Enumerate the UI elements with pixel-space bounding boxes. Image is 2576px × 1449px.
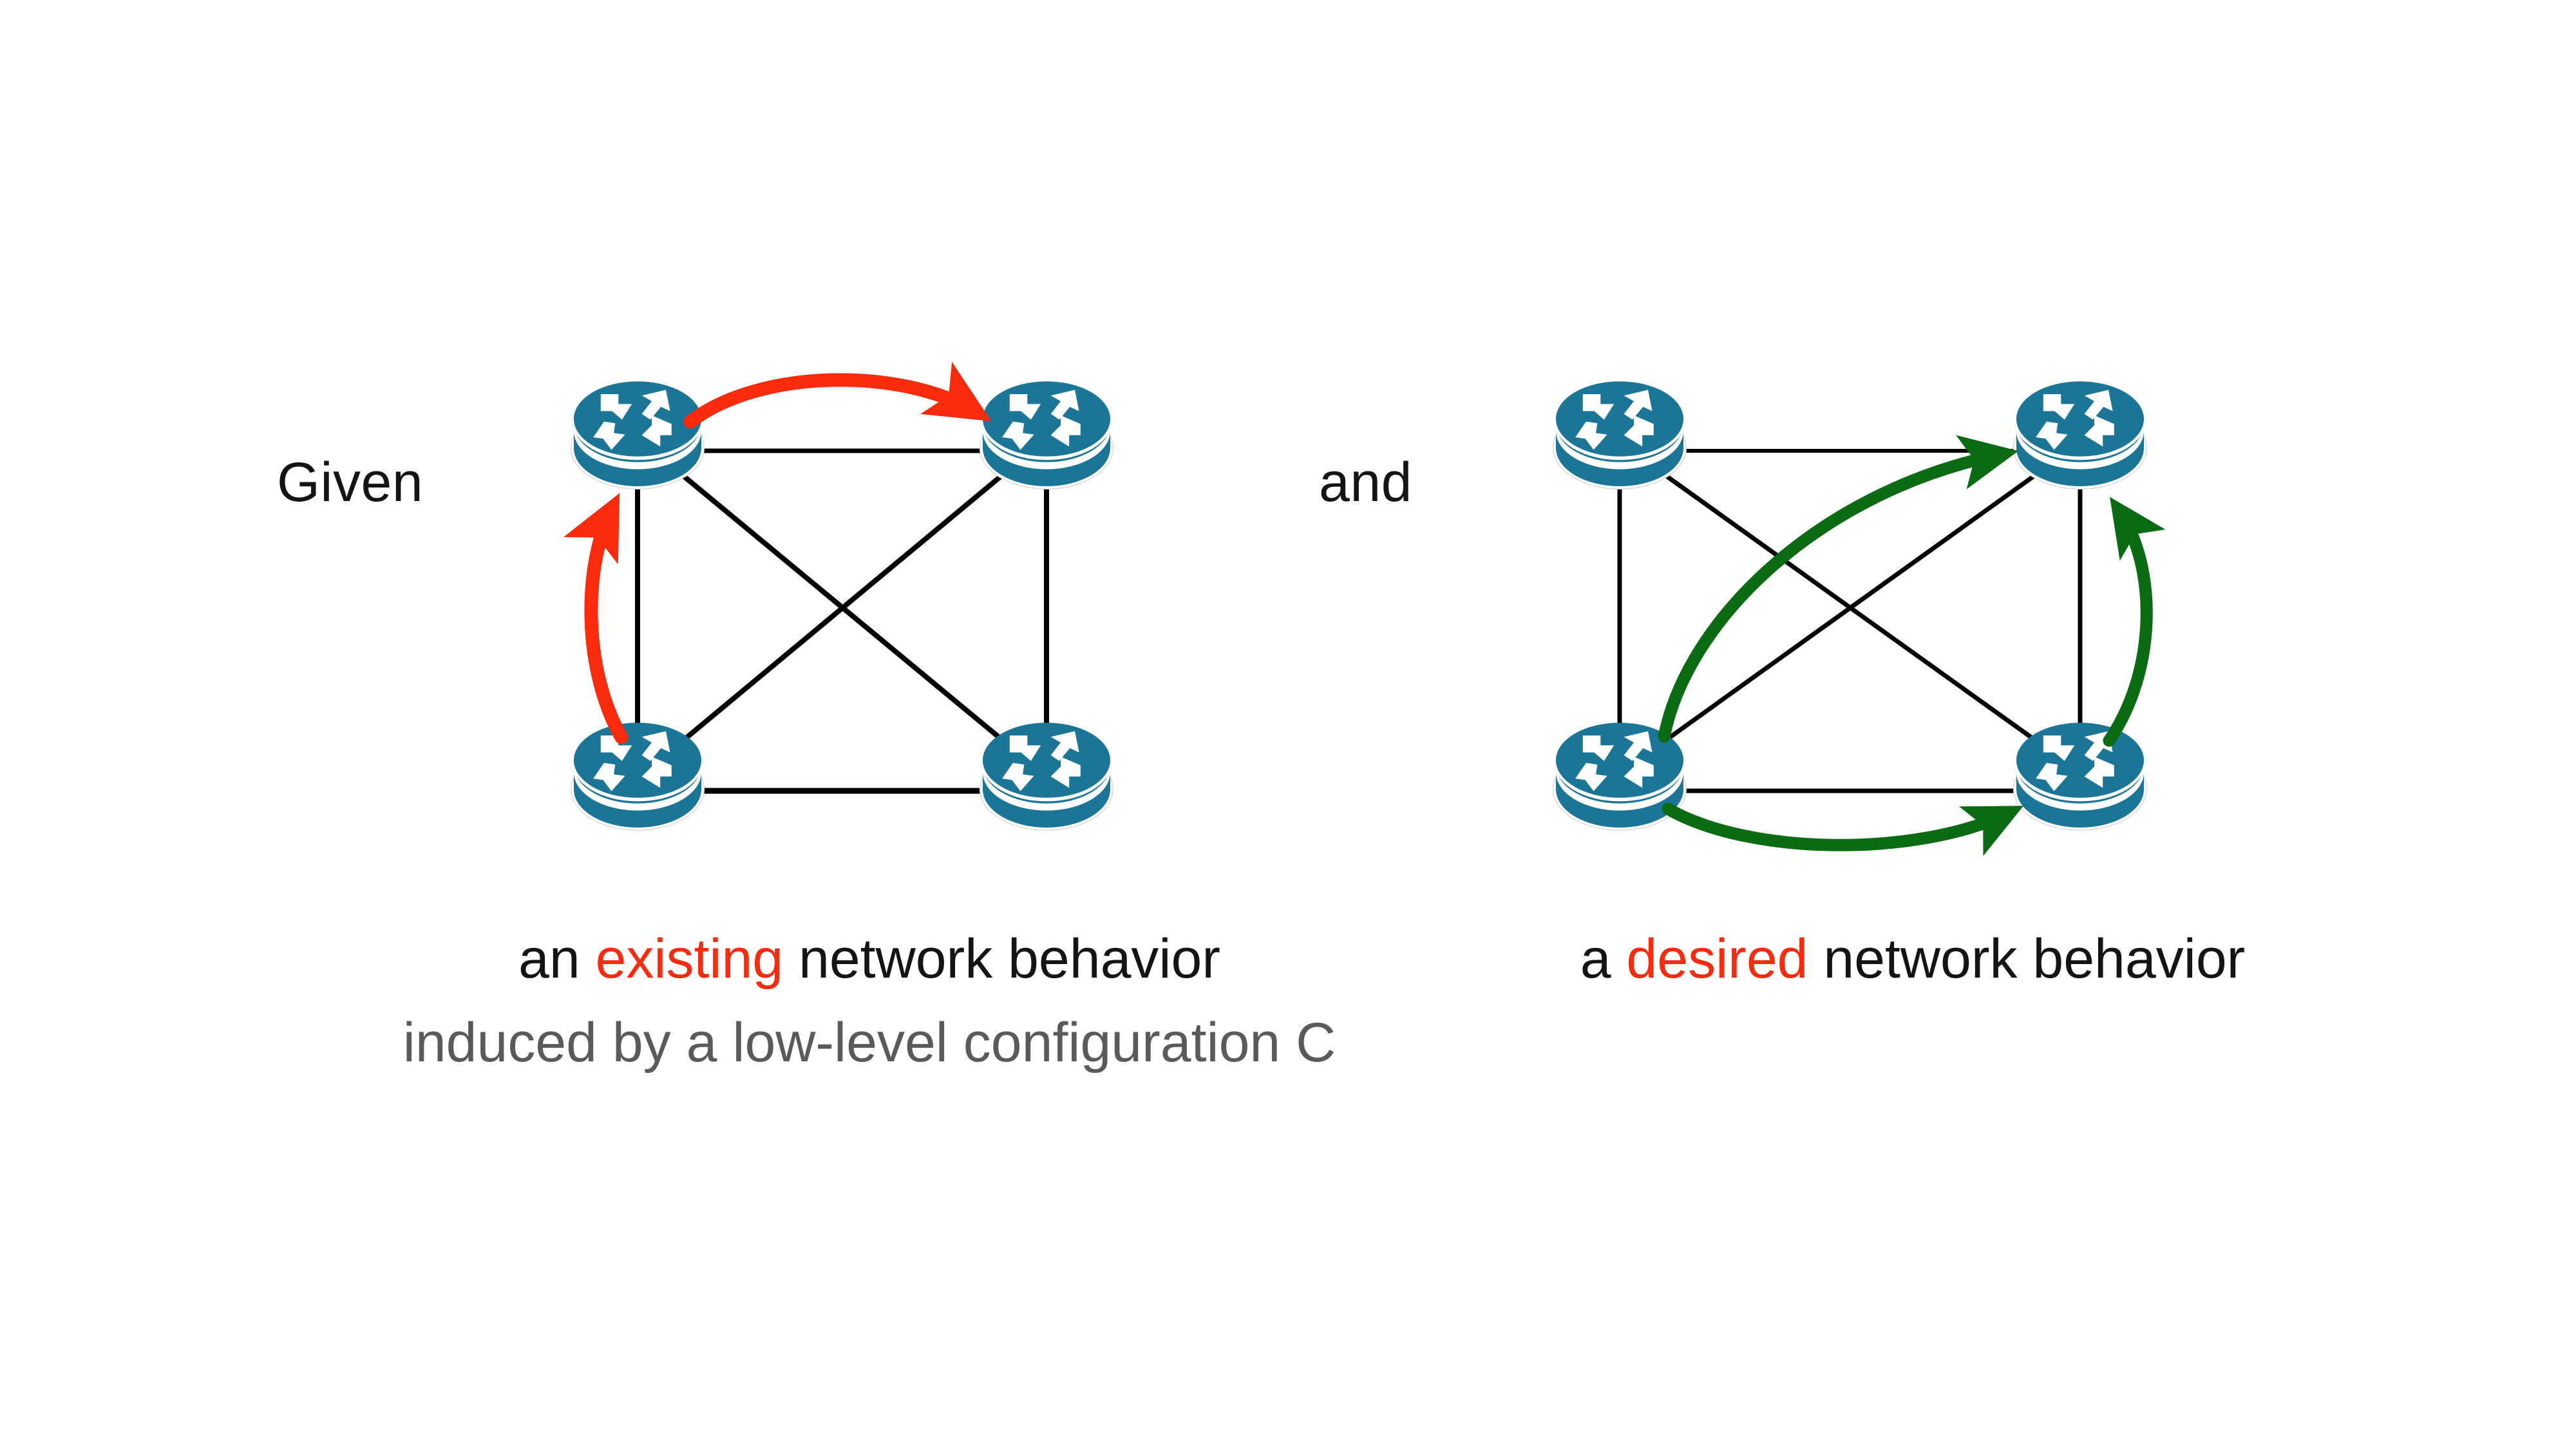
flow-arrow-desired-br-tr (2103, 497, 2166, 747)
right-network-graph (1552, 381, 2166, 857)
left-network-graph (564, 361, 1114, 831)
right-caption-prefix: a (1580, 928, 1627, 990)
right-caption-highlight: desired (1626, 928, 1808, 990)
right-caption-line1: a desired network behavior (1533, 927, 2293, 991)
router-icon-left-top-right (979, 381, 1114, 490)
link-r-tr-bl-diagonal (1662, 473, 2037, 744)
left-caption-suffix: network behavior (783, 928, 1220, 990)
right-graph-nodes (1552, 381, 2148, 831)
router-icon-right-top-right (2012, 381, 2148, 490)
router-icon-left-bottom-left (570, 722, 705, 831)
link-tl-br-diagonal (681, 473, 1007, 744)
router-icon-right-bottom-left (1552, 722, 1687, 831)
given-label: Given (277, 451, 424, 513)
router-icon-right-top-left (1552, 381, 1687, 490)
router-icon-left-bottom-right (979, 722, 1114, 831)
left-graph-flow-arrows (564, 361, 992, 744)
left-graph-nodes (570, 381, 1114, 831)
left-caption-line1: an existing network behavior (0, 927, 1739, 991)
flow-arrow-desired-bl-br (1662, 802, 2024, 857)
left-caption-line2: induced by a low-level configuration C (402, 1012, 1336, 1074)
router-icon-right-bottom-right (2012, 722, 2148, 831)
and-label: and (1319, 451, 1412, 513)
left-caption-prefix: an (518, 928, 596, 990)
flow-arrow-desired-bl-tr (1658, 435, 2019, 743)
flow-arrow-existing-bl-tl (564, 493, 629, 744)
left-caption-highlight: existing (595, 928, 784, 990)
link-r-tl-br-diagonal (1663, 473, 2040, 744)
right-graph-flow-arrows (1658, 435, 2166, 857)
right-caption-suffix: network behavior (1808, 928, 2246, 990)
flow-arrow-existing-tl-tr (683, 361, 992, 429)
link-tr-bl-diagonal (679, 473, 1004, 744)
right-graph-links (1617, 449, 2083, 793)
router-icon-left-top-left (570, 381, 705, 490)
left-graph-links (635, 448, 1049, 794)
